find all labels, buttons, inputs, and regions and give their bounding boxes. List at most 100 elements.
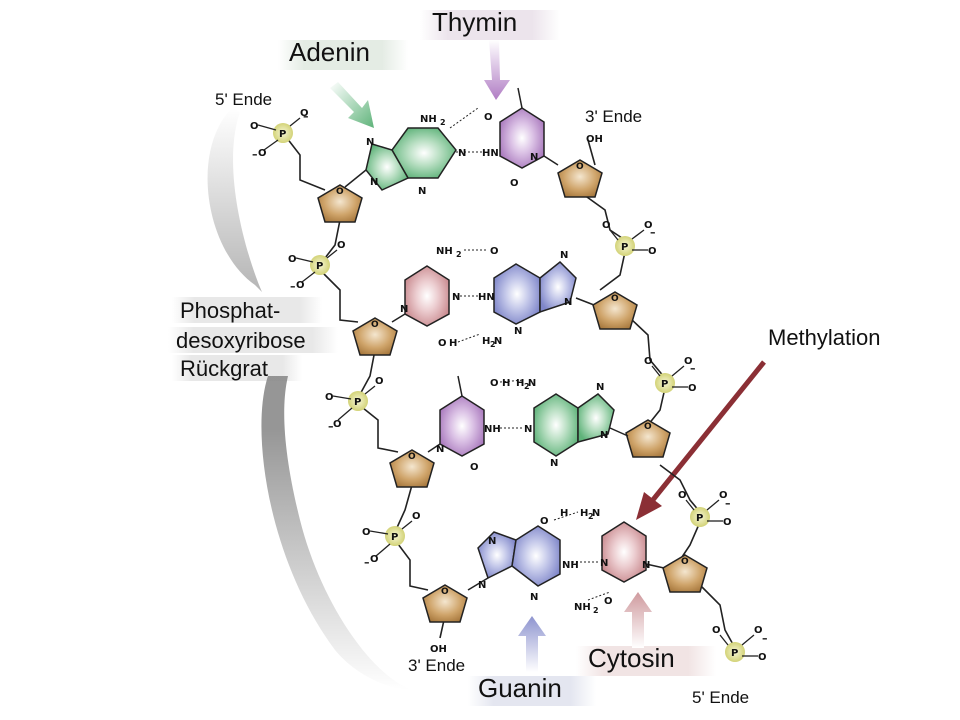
svg-text:P: P (621, 242, 628, 253)
svg-text:–: – (290, 280, 296, 293)
svg-text:P: P (316, 261, 323, 272)
svg-text:–: – (762, 632, 768, 645)
svg-text:H N: H N (580, 508, 600, 519)
three-prime-end-top: 3' Ende (585, 107, 643, 126)
svg-text:O: O (644, 356, 653, 367)
guanin-label: Guanin (478, 673, 562, 703)
thymin-label: Thymin (432, 7, 518, 37)
svg-text:N: N (478, 580, 486, 591)
svg-text:N: N (530, 592, 538, 603)
sugar (557, 159, 603, 198)
phosphate (690, 507, 710, 527)
svg-text:–: – (364, 556, 370, 569)
svg-text:H: H (502, 378, 510, 389)
svg-text:N: N (418, 186, 426, 197)
svg-text:NH: NH (420, 114, 437, 125)
phosphate (725, 642, 745, 662)
phosphate-labels: P OOO P OOO P OOO P OOO P OOO P OOO P OO… (250, 108, 767, 663)
svg-text:N: N (514, 326, 522, 337)
right-strand (579, 139, 736, 649)
guanine-base (493, 260, 577, 325)
svg-text:O: O (688, 383, 697, 394)
svg-text:–: – (303, 110, 309, 123)
svg-text:–: – (252, 148, 258, 161)
svg-text:–: – (690, 362, 696, 375)
sugar (422, 584, 468, 623)
svg-text:O: O (250, 121, 259, 132)
backbone-label-line1: Phosphat- (180, 298, 281, 323)
sugar (352, 317, 398, 356)
svg-text:–: – (650, 226, 656, 239)
backbone-label-line3: Rückgrat (180, 356, 269, 381)
svg-text:OH: OH (586, 134, 603, 145)
svg-text:–: – (328, 420, 334, 433)
svg-text:O: O (644, 422, 652, 432)
phosphate (615, 236, 635, 256)
thymine-base (439, 395, 485, 457)
svg-text:O: O (470, 462, 479, 473)
sugars (317, 159, 708, 623)
adenin-label-bg (278, 40, 408, 70)
adenin-label: Adenin (289, 37, 370, 67)
svg-text:O: O (602, 220, 611, 231)
thymin-arrow (484, 40, 510, 100)
svg-text:O: O (611, 294, 619, 304)
svg-text:N: N (560, 250, 568, 261)
svg-text:NH: NH (484, 424, 501, 435)
svg-text:O: O (723, 517, 732, 528)
svg-text:–: – (725, 497, 731, 510)
svg-text:O: O (438, 338, 447, 349)
cytosine-base (404, 265, 450, 327)
svg-text:NH: NH (574, 602, 591, 613)
svg-text:O: O (375, 376, 384, 387)
svg-text:O: O (258, 148, 267, 159)
svg-text:N: N (370, 177, 378, 188)
left-strand (282, 132, 445, 639)
svg-text:N: N (452, 292, 460, 303)
phosphate (273, 123, 293, 143)
svg-text:O: O (490, 246, 499, 257)
svg-text:O: O (678, 490, 687, 501)
charge-labels: – – – – – – – – – (252, 110, 768, 645)
svg-text:N: N (550, 458, 558, 469)
svg-text:O: O (490, 378, 499, 389)
svg-text:O: O (333, 419, 342, 430)
svg-text:NH: NH (436, 246, 453, 257)
base-pair-3: O H H N2 NH N O N N N N (427, 375, 629, 473)
svg-text:O: O (300, 108, 309, 119)
svg-text:2: 2 (524, 382, 530, 391)
methylation-arrow (646, 360, 766, 508)
five-prime-end-top: 5' Ende (215, 90, 273, 109)
svg-text:O: O (684, 356, 693, 367)
svg-text:HN: HN (482, 148, 499, 159)
svg-text:O: O (337, 240, 346, 251)
phosphate (655, 373, 675, 393)
svg-text:N: N (564, 297, 572, 308)
guanin-label-bg (468, 676, 596, 706)
svg-text:O: O (336, 187, 344, 197)
sugar (592, 291, 638, 330)
svg-text:H: H (449, 338, 457, 349)
svg-text:O: O (712, 625, 721, 636)
thymin-label-bg (420, 10, 560, 40)
svg-text:P: P (391, 532, 398, 543)
phosphate (348, 391, 368, 411)
svg-text:O: O (681, 557, 689, 567)
svg-text:P: P (661, 379, 668, 390)
svg-text:O: O (510, 178, 519, 189)
svg-text:O: O (288, 254, 297, 265)
backbone-brace (207, 108, 412, 690)
methylation-arrowhead (636, 492, 662, 520)
methylation-label: Methylation (768, 325, 881, 350)
svg-text:O: O (362, 527, 371, 538)
svg-text:H: H (560, 508, 568, 519)
svg-text:O: O (325, 392, 334, 403)
svg-text:H N: H N (516, 378, 536, 389)
svg-text:N: N (642, 560, 650, 571)
phosphate (385, 526, 405, 546)
